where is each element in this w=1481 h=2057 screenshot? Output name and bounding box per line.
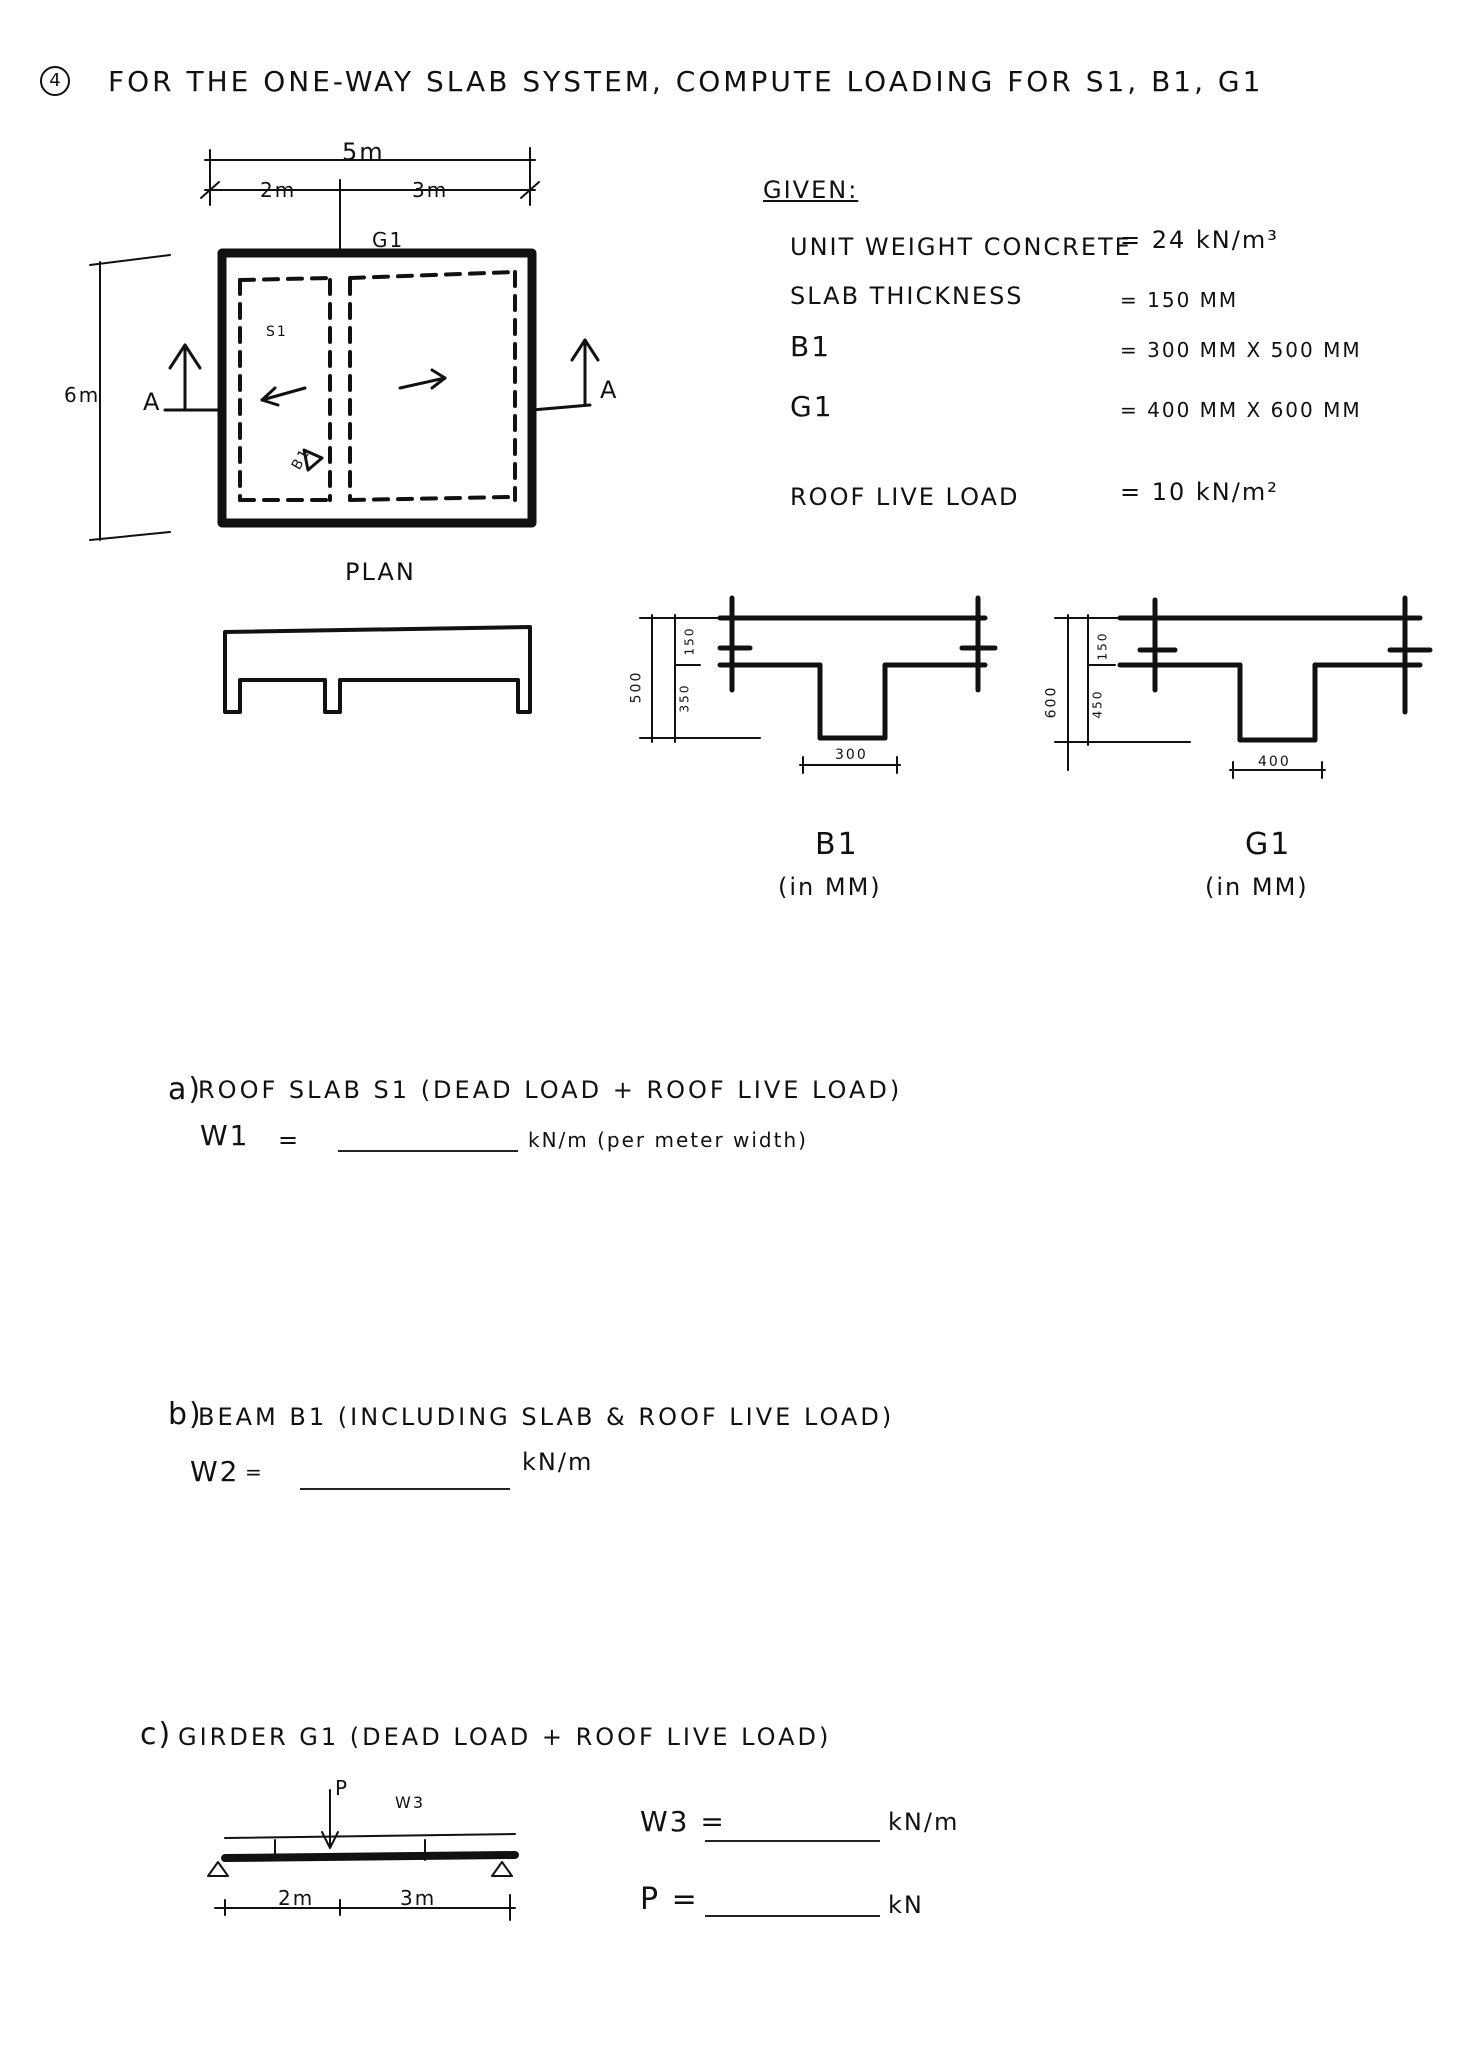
question-a-unit: kN/m (per meter width) xyxy=(528,1128,808,1152)
given-value-slab-thickness: = 150 MM xyxy=(1120,288,1239,312)
question-c-text: GIRDER G1 (DEAD LOAD + ROOF LIVE LOAD) xyxy=(178,1723,832,1751)
plan-caption: PLAN xyxy=(345,558,416,586)
plan-girder-label: G1 xyxy=(372,228,405,252)
question-b-eq: = xyxy=(245,1460,264,1484)
plan-right-span: 3m xyxy=(412,178,449,202)
b1-dim-width: 300 xyxy=(835,747,868,763)
given-value-b1: = 300 MM X 500 MM xyxy=(1120,338,1362,362)
question-b-var: W2 xyxy=(190,1455,240,1488)
g1-section-title: G1 xyxy=(1245,827,1292,862)
answer-w2-field[interactable] xyxy=(300,1488,510,1490)
question-b-text: BEAM B1 (INCLUDING SLAB & ROOF LIVE LOAD… xyxy=(198,1403,895,1431)
given-label-b1: B1 xyxy=(790,330,832,363)
girder-dim-right: 3m xyxy=(400,1886,437,1910)
girder-load-p: P xyxy=(335,1776,350,1800)
question-b-label: b) xyxy=(168,1397,203,1432)
answer-p-unit: kN xyxy=(888,1891,924,1919)
problem-statement: FOR THE ONE-WAY SLAB SYSTEM, COMPUTE LOA… xyxy=(108,65,1264,98)
plan-depth: 6m xyxy=(64,383,101,407)
girder-load-w3: W3 xyxy=(395,1793,425,1812)
given-value-roof-live-load: = 10 kN/m² xyxy=(1120,478,1279,506)
answer-p-label: P = xyxy=(640,1882,699,1917)
given-value-unit-weight: = 24 kN/m³ xyxy=(1120,226,1279,254)
given-value-g1: = 400 MM X 600 MM xyxy=(1120,398,1362,422)
problem-number: 4 xyxy=(40,66,70,96)
question-b-unit: kN/m xyxy=(522,1448,594,1476)
plan-slab-label: S1 xyxy=(266,324,288,340)
b1-section-units: (in MM) xyxy=(778,873,882,901)
section-marker-right: A xyxy=(600,376,619,404)
plan-total-width: 5m xyxy=(342,138,385,166)
section-marker-left: A xyxy=(143,388,162,416)
answer-w3-label: W3 = xyxy=(640,1805,726,1838)
answer-w3-unit: kN/m xyxy=(888,1808,960,1836)
given-label-roof-live-load: ROOF LIVE LOAD xyxy=(790,483,1020,511)
answer-p-field[interactable] xyxy=(705,1915,880,1917)
plan-left-span: 2m xyxy=(260,178,297,202)
g1-dim-width: 400 xyxy=(1258,754,1291,770)
g1-section-units: (in MM) xyxy=(1205,873,1309,901)
girder-dim-left: 2m xyxy=(278,1886,315,1910)
given-label-slab-thickness: SLAB THICKNESS xyxy=(790,282,1024,310)
question-c-label: c) xyxy=(140,1717,173,1752)
question-a-var: W1 xyxy=(200,1119,250,1152)
question-a-text: ROOF SLAB S1 (DEAD LOAD + ROOF LIVE LOAD… xyxy=(198,1076,903,1104)
question-a-label: a) xyxy=(168,1072,203,1107)
b1-section-title: B1 xyxy=(815,827,859,862)
question-a-eq: = xyxy=(278,1126,301,1154)
answer-w3-field[interactable] xyxy=(705,1840,880,1842)
answer-w1-field[interactable] xyxy=(338,1150,518,1152)
given-heading: GIVEN: xyxy=(763,176,859,204)
given-label-unit-weight: UNIT WEIGHT CONCRETE xyxy=(790,233,1132,261)
given-label-g1: G1 xyxy=(790,390,834,423)
